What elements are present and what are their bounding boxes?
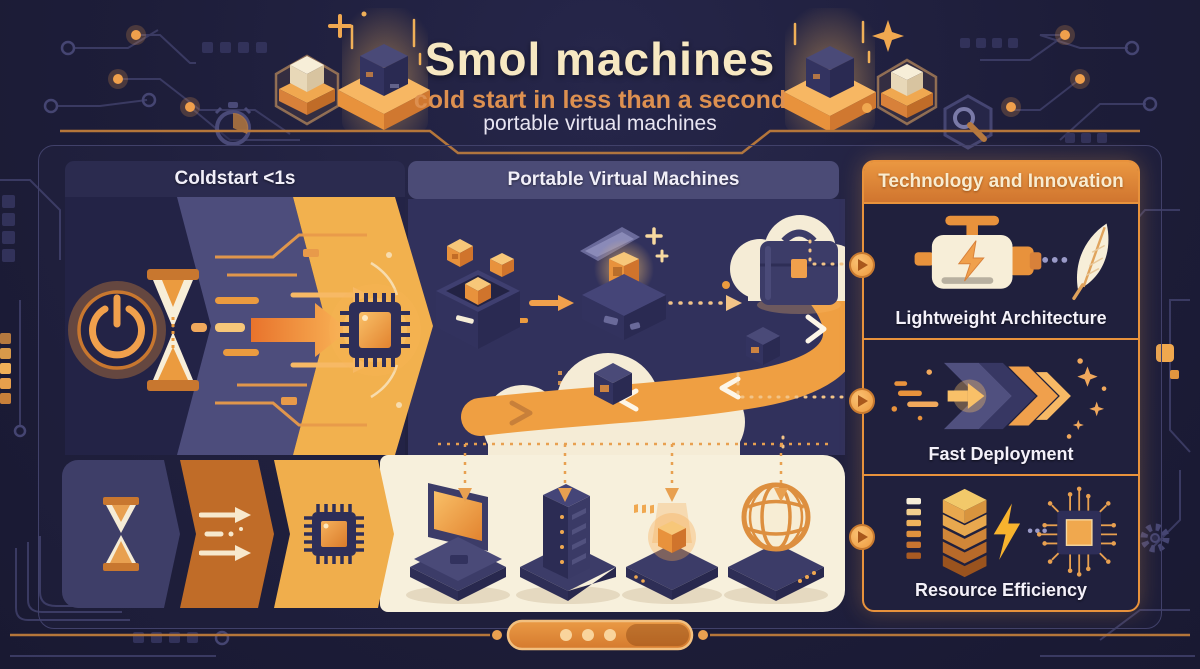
flow-step-chip: [274, 460, 394, 608]
server-icon: [520, 484, 616, 601]
arrow-icon: [529, 295, 574, 311]
power-icon: [68, 281, 166, 379]
globe-device-icon: [728, 482, 824, 601]
tech-item-label: Fast Deployment: [928, 444, 1074, 464]
resource-efficiency-icon: [906, 486, 1117, 578]
progress-dots-icon: [560, 629, 616, 641]
sparkles-icon: [1066, 358, 1107, 439]
technology-title: Technology and Innovation: [878, 171, 1124, 192]
title-underline: [60, 129, 1140, 155]
feather-icon: [1072, 223, 1109, 300]
page-title: Smol machines: [424, 33, 776, 85]
glow-dots: [108, 25, 1090, 117]
connector-node-icon: [849, 388, 875, 414]
layer-stack-icon: [906, 488, 987, 578]
header-left-cubes-icon: [274, 8, 430, 132]
progress-pill: [506, 619, 694, 651]
lightning-icon: [993, 503, 1021, 560]
crate-cubes-icon: [436, 239, 520, 349]
sparkle-icon: [645, 227, 663, 245]
technology-panel: Technology and Innovation: [849, 160, 1140, 612]
technology-panel-header: Technology and Innovation: [864, 162, 1138, 202]
fast-chevrons-icon: [891, 358, 1107, 439]
stopwatch-icon: [214, 102, 252, 146]
tech-item-fast-deployment: Fast Deployment: [864, 338, 1138, 474]
deployment-targets-panel: [380, 455, 845, 612]
gear-icon: [1140, 523, 1170, 553]
page-tagline: portable virtual machines: [483, 112, 717, 135]
vm-cube-icon: [594, 363, 632, 405]
open-chest-cube-icon: [580, 227, 669, 340]
dashed-connector: [736, 231, 844, 455]
coldstart-illustration: [68, 197, 433, 455]
portable-panel-body: [408, 199, 845, 455]
hourglass-icon: [147, 269, 199, 391]
cloud-briefcase-icon: [730, 215, 845, 314]
chip-icon: [302, 502, 366, 566]
laptop-icon: [410, 483, 506, 601]
portable-title: Portable Virtual Machines: [507, 169, 740, 190]
chip-board-icon: [626, 503, 718, 600]
coldstart-panel-header: Coldstart <1s: [65, 161, 405, 197]
deployment-targets-illustration: [406, 482, 828, 604]
coldstart-panel-body: [65, 197, 433, 455]
page-subtitle: cold start in less than a second: [413, 86, 787, 114]
dashed-arrow-icon: [668, 295, 742, 311]
circuit-chip-icon: [1036, 486, 1117, 577]
vm-cube-icon: [746, 327, 780, 365]
connector-node-icon: [849, 252, 875, 278]
header-right-cubes-icon: [784, 8, 938, 132]
portable-illustration: [436, 215, 845, 455]
flow-step-hourglass: [62, 460, 180, 608]
coldstart-title: Coldstart <1s: [174, 168, 296, 189]
hourglass-icon: [95, 497, 147, 571]
engine-feather-icon: [914, 215, 1109, 300]
tech-item-lightweight-architecture: Lightweight Architecture: [864, 202, 1138, 338]
speed-arrows-icon: [199, 503, 255, 565]
tech-item-label: Resource Efficiency: [914, 580, 1088, 600]
footer-progress-bar: [10, 619, 1190, 651]
tech-item-resource-efficiency: Resource Efficiency: [864, 474, 1138, 610]
edge-squares: [0, 333, 1179, 404]
engine-icon: [914, 215, 1042, 289]
portable-panel-header: Portable Virtual Machines: [408, 161, 839, 199]
connector-node-icon: [849, 524, 875, 550]
sparkle-icon: [655, 249, 669, 263]
tech-item-label: Lightweight Architecture: [895, 308, 1107, 328]
chip-icon: [329, 284, 421, 376]
